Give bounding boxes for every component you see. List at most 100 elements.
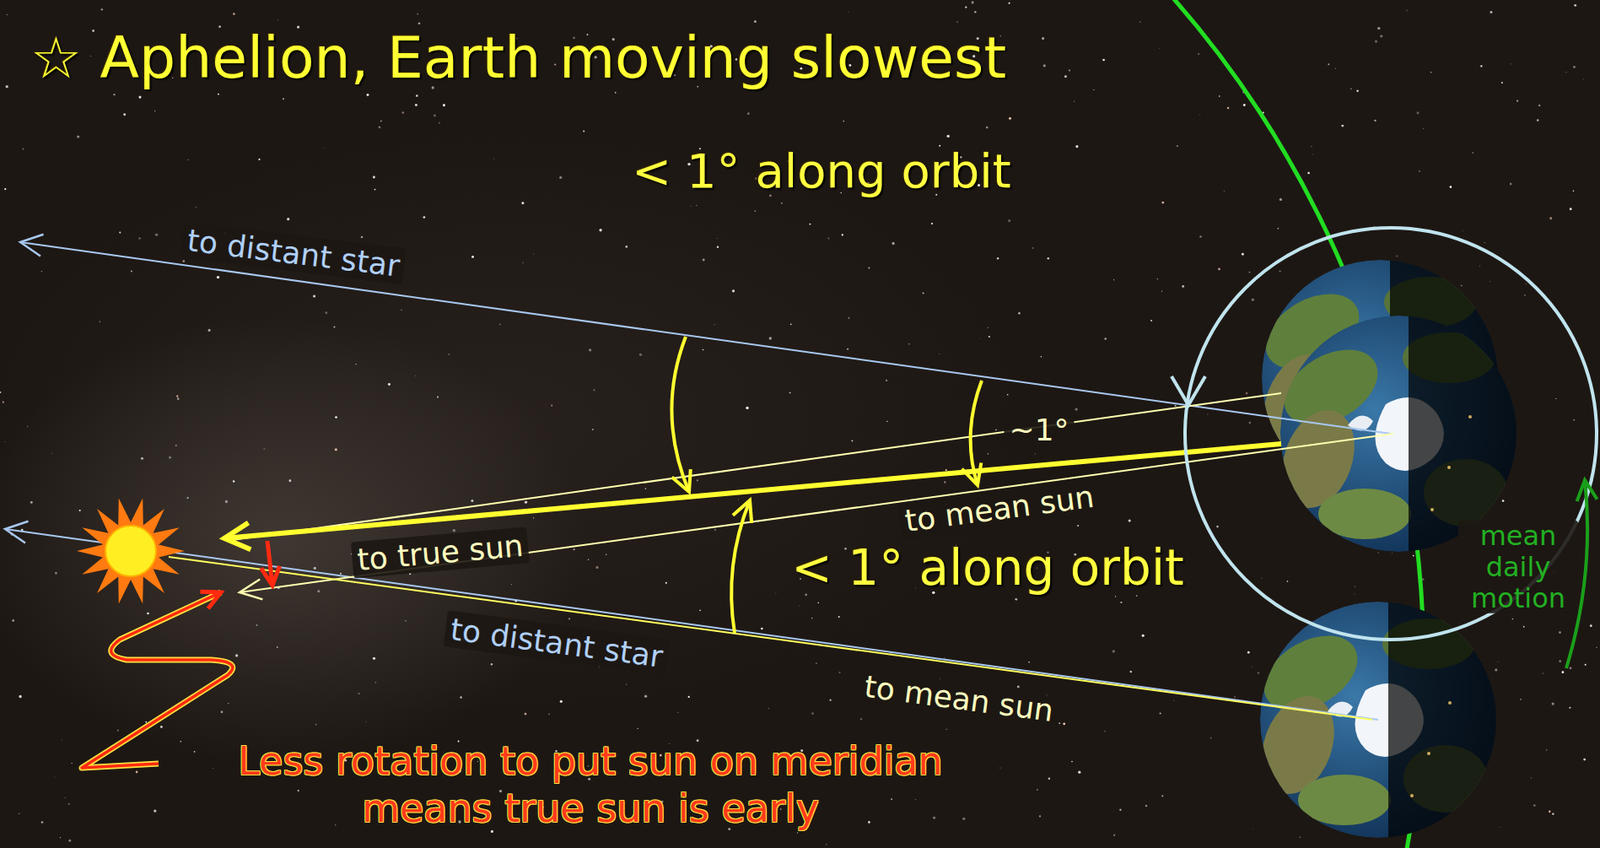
motion-label: mean daily motion bbox=[1458, 520, 1579, 614]
star-dot bbox=[1071, 760, 1073, 762]
star-dot bbox=[1516, 99, 1519, 102]
pointer-zigzag-outline bbox=[81, 592, 233, 768]
star-dot bbox=[1174, 404, 1177, 407]
direction-label: to true sun bbox=[350, 526, 530, 578]
star-dot bbox=[288, 479, 291, 482]
star-dot bbox=[1558, 659, 1562, 663]
star-dot bbox=[592, 428, 594, 431]
star-dot bbox=[323, 146, 326, 149]
star-dot bbox=[760, 627, 764, 631]
star-dot bbox=[811, 711, 814, 715]
star-dot bbox=[51, 452, 53, 454]
star-dot bbox=[1279, 269, 1282, 272]
angle-label: < 1° along orbit bbox=[791, 538, 1185, 598]
star-dot bbox=[699, 609, 701, 612]
star-dot bbox=[945, 727, 948, 730]
star-dot bbox=[790, 323, 792, 325]
star-dot bbox=[1583, 758, 1586, 761]
star-dot bbox=[135, 770, 139, 774]
star-dot bbox=[1015, 597, 1019, 601]
star-dot bbox=[1533, 803, 1536, 807]
star-dot bbox=[1007, 393, 1009, 396]
star-dot bbox=[179, 740, 182, 743]
star-dot bbox=[1113, 279, 1115, 281]
star-dot bbox=[18, 694, 22, 698]
star-dot bbox=[493, 157, 495, 159]
star-dot bbox=[1524, 294, 1526, 297]
star-line bbox=[20, 242, 1391, 434]
star-dot bbox=[1150, 319, 1153, 322]
star-dot bbox=[418, 21, 421, 25]
star-dot bbox=[1412, 554, 1415, 557]
star-dot bbox=[334, 415, 338, 419]
angle-label: ~1° bbox=[1003, 411, 1074, 448]
star-dot bbox=[212, 767, 214, 769]
star-dot bbox=[851, 439, 853, 442]
star-dot bbox=[548, 713, 550, 715]
star-dot bbox=[54, 571, 58, 575]
sun-disc bbox=[105, 525, 157, 577]
star-dot bbox=[797, 831, 799, 834]
star-dot bbox=[225, 500, 228, 503]
star-dot bbox=[79, 509, 81, 512]
star-dot bbox=[208, 328, 211, 332]
star-dot bbox=[1197, 53, 1200, 55]
star-dot bbox=[71, 762, 73, 764]
star-dot bbox=[1041, 37, 1045, 40]
star-dot bbox=[908, 343, 911, 345]
star-dot bbox=[1073, 101, 1075, 103]
star-dot bbox=[598, 228, 602, 232]
star-dot bbox=[1173, 699, 1175, 701]
star-dot bbox=[10, 532, 14, 535]
star-dot bbox=[416, 13, 419, 16]
star-dot bbox=[377, 125, 381, 129]
star-dot bbox=[1008, 2, 1011, 5]
note-text: Less rotation to put sun on meridian mea… bbox=[210, 737, 970, 832]
star-dot bbox=[5, 85, 9, 88]
star-dot bbox=[1279, 198, 1283, 201]
star-dot bbox=[1416, 111, 1419, 114]
star-dot bbox=[588, 348, 592, 351]
star-dot bbox=[415, 94, 419, 97]
star-dot bbox=[811, 617, 813, 619]
star-dot bbox=[2, 401, 5, 404]
star-dot bbox=[1595, 646, 1598, 649]
star-dot bbox=[4, 188, 6, 190]
star-dot bbox=[1406, 9, 1408, 11]
star-dot bbox=[402, 111, 405, 114]
star-dot bbox=[732, 289, 735, 292]
star-dot bbox=[838, 671, 841, 674]
star-dot bbox=[1093, 89, 1094, 91]
sun-rays bbox=[76, 498, 185, 604]
star-dot bbox=[11, 619, 15, 622]
star-dot bbox=[414, 374, 416, 377]
star-dot bbox=[1573, 65, 1576, 69]
star-dot bbox=[315, 723, 318, 726]
star-dot bbox=[1112, 649, 1116, 652]
direction-label: to mean sun bbox=[856, 667, 1061, 730]
star-dot bbox=[1217, 268, 1221, 271]
star-dot bbox=[1538, 104, 1541, 107]
star-dot bbox=[550, 404, 553, 407]
star-dot bbox=[716, 246, 720, 249]
star-dot bbox=[1157, 278, 1159, 280]
star-dot bbox=[964, 5, 967, 8]
star-dot bbox=[1379, 34, 1383, 38]
star-dot bbox=[1558, 630, 1562, 634]
star-dot bbox=[130, 269, 133, 272]
star-dot bbox=[414, 103, 418, 107]
star-line bbox=[5, 528, 1379, 720]
star-dot bbox=[1512, 618, 1514, 620]
star-dot bbox=[829, 699, 831, 701]
star-dot bbox=[100, 8, 103, 11]
star-dot bbox=[41, 270, 44, 273]
star-dot bbox=[1356, 90, 1358, 92]
star-dot bbox=[276, 18, 279, 21]
star-dot bbox=[113, 93, 115, 96]
star-dot bbox=[696, 479, 699, 481]
star-dot bbox=[1312, 153, 1315, 156]
star-dot bbox=[1449, 185, 1453, 189]
star-dot bbox=[695, 204, 697, 206]
star-dot bbox=[182, 259, 185, 263]
